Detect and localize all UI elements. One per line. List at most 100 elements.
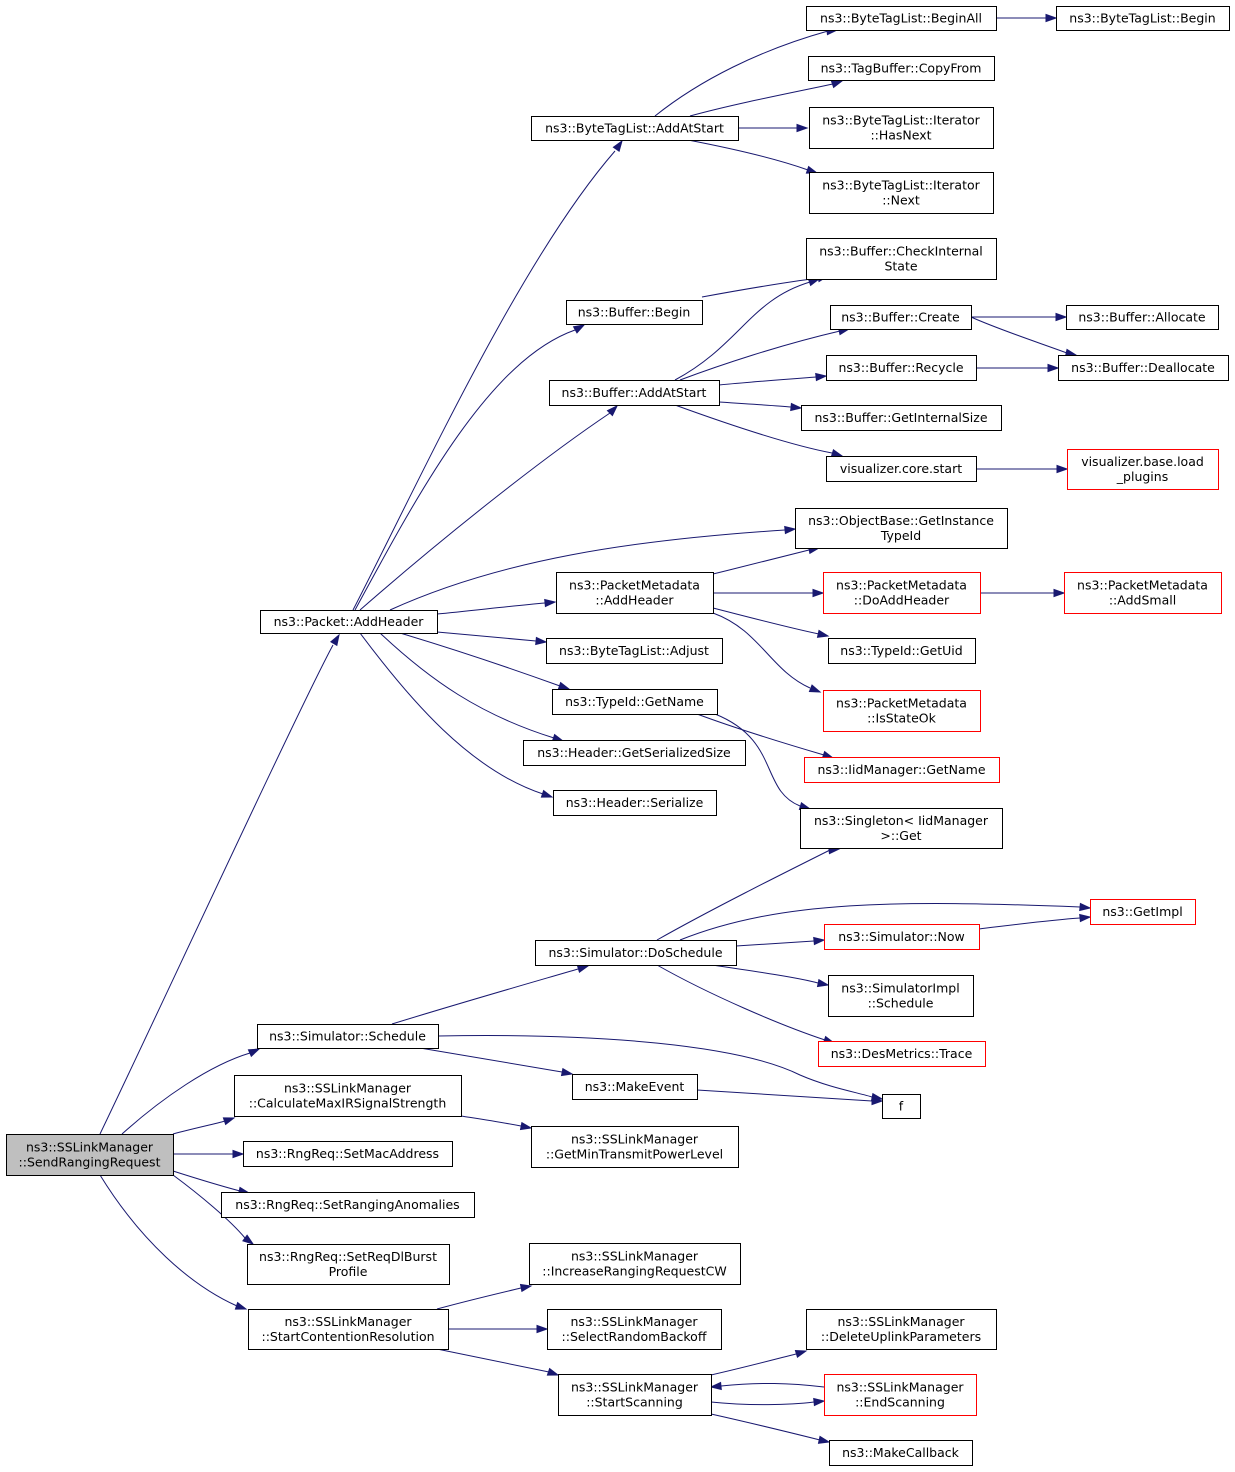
node-header-get-serialized-size[interactable]: ns3::Header::GetSerializedSize xyxy=(523,740,746,766)
edge-line xyxy=(437,1035,873,1098)
node-box xyxy=(1067,449,1219,490)
arrowhead-icon xyxy=(815,372,828,382)
node-header-serialize[interactable]: ns3::Header::Serialize xyxy=(553,790,717,816)
node-des-metrics-trace[interactable]: ns3::DesMetrics::Trace xyxy=(818,1041,986,1067)
node-buffer-create[interactable]: ns3::Buffer::Create xyxy=(830,305,972,330)
node-buffer-get-internal-size[interactable]: ns3::Buffer::GetInternalSize xyxy=(801,405,1002,431)
arrowhead-icon xyxy=(540,789,554,798)
node-make-callback[interactable]: ns3::MakeCallback xyxy=(829,1440,973,1466)
arrowhead-icon xyxy=(546,1367,560,1376)
node-calculate-max-ir-signal-strength[interactable]: ns3::SSLinkManager::CalculateMaxIRSignal… xyxy=(234,1075,462,1117)
node-label: ns3::ByteTagList::AddAtStart xyxy=(545,121,724,136)
call-edge-byte-tag-list-add-at-start-to-iterator-next xyxy=(687,139,819,174)
node-box xyxy=(1090,899,1196,925)
node-get-min-transmit-power-level[interactable]: ns3::SSLinkManager::GetMinTransmitPowerL… xyxy=(531,1126,739,1168)
arrowhead-icon xyxy=(1079,913,1092,923)
node-tag-buffer-copy-from[interactable]: ns3::TagBuffer::CopyFrom xyxy=(808,56,995,81)
node-f[interactable]: f xyxy=(882,1094,921,1119)
node-singleton-iid-manager-get[interactable]: ns3::Singleton< IidManager>::Get xyxy=(800,808,1003,849)
node-iterator-has-next[interactable]: ns3::ByteTagList::Iterator::HasNext xyxy=(809,107,994,149)
node-buffer-add-at-start[interactable]: ns3::Buffer::AddAtStart xyxy=(549,380,720,406)
node-label: ns3::ByteTagList::Adjust xyxy=(559,643,709,658)
call-edge-buffer-add-at-start-to-buffer-create xyxy=(679,327,851,381)
node-packet-metadata-do-add-header[interactable]: ns3::PacketMetadata::DoAddHeader xyxy=(823,572,981,614)
node-type-id-get-uid[interactable]: ns3::TypeId::GetUid xyxy=(828,638,976,664)
node-label: ns3::SSLinkManager xyxy=(571,1380,699,1395)
node-start-contention-resolution[interactable]: ns3::SSLinkManager::StartContentionResol… xyxy=(248,1309,449,1350)
node-delete-uplink-parameters[interactable]: ns3::SSLinkManager::DeleteUplinkParamete… xyxy=(806,1309,997,1350)
node-packet-metadata-is-state-ok[interactable]: ns3::PacketMetadata::IsStateOk xyxy=(823,690,981,732)
node-label: ns3::Buffer::AddAtStart xyxy=(562,385,707,400)
node-simulator-do-schedule[interactable]: ns3::Simulator::DoSchedule xyxy=(535,940,737,966)
node-buffer-allocate[interactable]: ns3::Buffer::Allocate xyxy=(1066,305,1219,330)
call-edge-start-scanning-to-make-callback xyxy=(710,1413,831,1444)
node-label: ns3::ByteTagList::Begin xyxy=(1069,11,1215,26)
edge-line xyxy=(735,940,815,947)
edge-line xyxy=(679,902,1081,941)
node-packet-metadata-add-small[interactable]: ns3::PacketMetadata::AddSmall xyxy=(1064,572,1222,614)
call-edge-packet-metadata-add-header-to-packet-metadata-do-add-header xyxy=(713,588,825,598)
edge-line xyxy=(352,150,616,611)
node-box xyxy=(801,405,1002,431)
edge-line xyxy=(419,1047,563,1073)
call-edge-simulator-do-schedule-to-des-metrics-trace xyxy=(656,964,836,1044)
node-label: ns3::TagBuffer::CopyFrom xyxy=(821,61,982,76)
arrowhead-icon xyxy=(560,1067,574,1077)
edge-line xyxy=(389,529,786,611)
node-increase-ranging-request-cw[interactable]: ns3::SSLinkManager::IncreaseRangingReque… xyxy=(529,1243,741,1285)
node-select-random-backoff[interactable]: ns3::SSLinkManager::SelectRandomBackoff xyxy=(547,1309,722,1350)
node-label: ns3::TypeId::GetUid xyxy=(840,643,962,658)
node-byte-tag-list-begin[interactable]: ns3::ByteTagList::Begin xyxy=(1056,6,1230,31)
arrowhead-icon xyxy=(817,1435,831,1444)
node-label: ::StartScanning xyxy=(586,1395,683,1410)
call-edges xyxy=(99,13,1092,1444)
edge-line xyxy=(978,917,1081,930)
node-label: ::Next xyxy=(882,193,920,208)
node-buffer-begin[interactable]: ns3::Buffer::Begin xyxy=(566,300,703,325)
node-box xyxy=(1066,305,1219,330)
node-simulator-now[interactable]: ns3::Simulator::Now xyxy=(824,924,980,950)
node-packet-add-header[interactable]: ns3::Packet::AddHeader xyxy=(260,610,438,634)
node-buffer-deallocate[interactable]: ns3::Buffer::Deallocate xyxy=(1058,355,1229,381)
node-iterator-next[interactable]: ns3::ByteTagList::Iterator::Next xyxy=(809,172,994,214)
call-edge-simulator-do-schedule-to-simulator-now xyxy=(735,936,826,947)
node-rng-req-set-mac-address[interactable]: ns3::RngReq::SetMacAddress xyxy=(243,1141,453,1167)
node-make-event[interactable]: ns3::MakeEvent xyxy=(572,1074,698,1100)
node-packet-metadata-add-header[interactable]: ns3::PacketMetadata::AddHeader xyxy=(556,572,714,614)
node-get-impl[interactable]: ns3::GetImpl xyxy=(1090,899,1196,925)
node-byte-tag-list-begin-all[interactable]: ns3::ByteTagList::BeginAll xyxy=(806,6,997,31)
node-box xyxy=(558,1374,712,1416)
call-edge-buffer-add-at-start-to-buffer-check-internal-state xyxy=(674,278,821,381)
node-label: ns3::Buffer::Create xyxy=(841,310,960,325)
node-box xyxy=(1064,572,1222,614)
node-label: ns3::Buffer::CheckInternal xyxy=(819,244,983,259)
call-edge-buffer-create-to-buffer-allocate xyxy=(971,312,1068,322)
edge-line xyxy=(711,964,819,984)
node-byte-tag-list-add-at-start[interactable]: ns3::ByteTagList::AddAtStart xyxy=(531,116,739,141)
node-label: ns3::ObjectBase::GetInstance xyxy=(808,513,994,528)
node-send-ranging-request[interactable]: ns3::SSLinkManager::SendRangingRequest xyxy=(6,1134,174,1176)
node-type-id-get-name[interactable]: ns3::TypeId::GetName xyxy=(552,689,718,715)
node-label: ns3::SSLinkManager xyxy=(571,1132,699,1147)
node-box xyxy=(828,638,976,664)
node-rng-req-set-ranging-anomalies[interactable]: ns3::RngReq::SetRangingAnomalies xyxy=(221,1192,475,1218)
node-start-scanning[interactable]: ns3::SSLinkManager::StartScanning xyxy=(558,1374,712,1416)
arrowhead-icon xyxy=(709,1381,722,1391)
node-label: ns3::Singleton< IidManager xyxy=(814,813,989,828)
node-simulator-schedule[interactable]: ns3::Simulator::Schedule xyxy=(257,1024,439,1049)
node-iid-manager-get-name[interactable]: ns3::IidManager::GetName xyxy=(804,757,1000,783)
node-byte-tag-list-adjust[interactable]: ns3::ByteTagList::Adjust xyxy=(546,638,723,664)
node-label: ns3::SSLinkManager xyxy=(26,1140,154,1155)
node-simulator-impl-schedule[interactable]: ns3::SimulatorImpl::Schedule xyxy=(828,975,974,1017)
node-buffer-recycle[interactable]: ns3::Buffer::Recycle xyxy=(826,355,977,381)
edge-line xyxy=(714,713,801,807)
node-label: ns3::SSLinkManager xyxy=(571,1249,699,1264)
node-visualizer-base-load-plugins[interactable]: visualizer.base.load_plugins xyxy=(1067,449,1219,490)
node-visualizer-core-start[interactable]: visualizer.core.start xyxy=(826,456,977,482)
node-end-scanning[interactable]: ns3::SSLinkManager::EndScanning xyxy=(824,1374,977,1416)
call-edge-packet-add-header-to-byte-tag-list-add-at-start xyxy=(352,139,623,611)
arrowhead-icon xyxy=(222,1117,236,1126)
